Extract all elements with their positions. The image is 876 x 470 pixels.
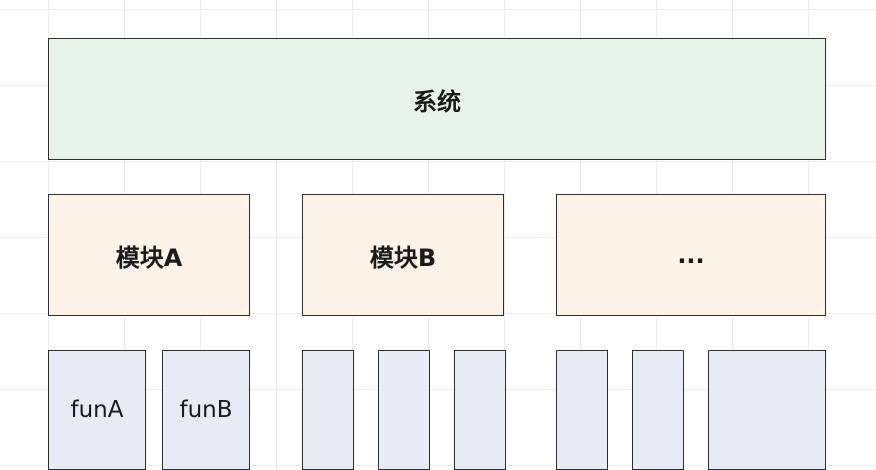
module-a-label: 模块A [115,243,183,272]
function-box-b3 [454,350,506,470]
function-box-b2 [378,350,430,470]
module-b-box: 模块B [302,194,504,316]
module-b-label: 模块B [369,243,437,272]
module-more-label: ... [677,241,705,269]
function-box-c1 [556,350,608,470]
system-box: 系统 [48,38,826,160]
system-label: 系统 [413,87,461,116]
module-a-box: 模块A [48,194,250,316]
function-label-funa: funA [70,397,124,423]
module-more-box: ... [556,194,826,316]
function-box-funa: funA [48,350,146,470]
function-box-c2 [632,350,684,470]
function-box-funb: funB [162,350,250,470]
function-box-c3 [708,350,826,470]
function-box-b1 [302,350,354,470]
function-label-funb: funB [179,397,233,423]
